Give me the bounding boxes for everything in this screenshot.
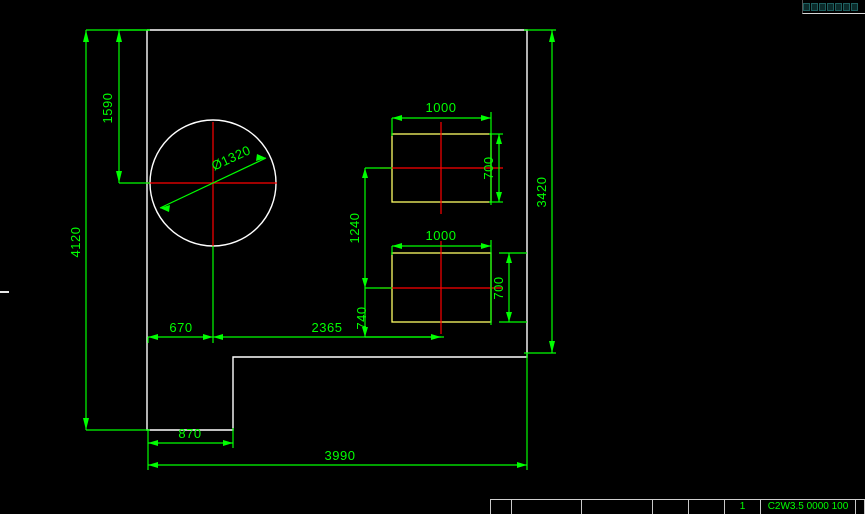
dimension-label-bottom-overall: 3990 (325, 448, 356, 463)
dimension-label-mid-vertical-upper: 1240 (347, 213, 362, 244)
dimension-mid-vertical-lower: 740 (354, 288, 444, 338)
dimension-label-bottom-lower-left: 870 (178, 426, 201, 441)
dimension-mid-vertical-upper: 1240 (347, 167, 392, 289)
diameter-arrow-start (160, 205, 170, 212)
status-cell-4[interactable] (653, 499, 689, 514)
toolbar-button-6[interactable] (843, 2, 850, 11)
dimension-label-bottom-notch-left: 670 (169, 320, 192, 335)
dimension-bottom-mid: 2365 (213, 320, 441, 340)
rectangle-lower-group (380, 241, 503, 334)
dimension-rect-lower-height: 700 (491, 252, 527, 323)
toolbar-button-3[interactable] (819, 2, 826, 11)
dimension-label-mid-vertical-lower: 740 (354, 306, 369, 329)
diameter-arrow-end (256, 154, 266, 161)
status-cell-5[interactable] (689, 499, 725, 514)
dimension-left-upper: 1590 (100, 29, 150, 184)
dimension-label-rect-upper-height: 700 (481, 156, 496, 179)
dimension-label-left-upper: 1590 (100, 93, 115, 124)
dimension-left-overall: 4120 (68, 29, 150, 431)
dimension-label-circle-diameter: Ø1320 (209, 142, 253, 173)
main-outline-group (146, 29, 528, 431)
dimension-label-right-overall: 3420 (534, 177, 549, 208)
status-cell-1[interactable] (490, 499, 512, 514)
toolbar-button-7[interactable] (851, 2, 858, 11)
status-cell-layer-number[interactable]: 1 (725, 499, 761, 514)
toolbar-fragment[interactable] (802, 0, 865, 14)
viewport-left-edge-marker (0, 291, 9, 293)
dimension-rect-upper-width: 1000 (391, 100, 492, 205)
dimension-bottom-notch-left: 670 (147, 246, 214, 343)
dimension-bottom-overall: 3990 (148, 353, 528, 470)
status-bar[interactable]: 1 C2W3.5 0000 100 (490, 499, 865, 514)
status-cell-3[interactable] (582, 499, 653, 514)
toolbar-button-1[interactable] (803, 2, 810, 11)
circle-feature-group (147, 119, 277, 247)
dimension-bottom-lower-left: 870 (147, 426, 234, 470)
toolbar-button-2[interactable] (811, 2, 818, 11)
circle-diameter-line (159, 157, 267, 209)
dimension-rect-upper-height: 700 (481, 133, 503, 203)
status-cell-coordinates[interactable]: C2W3.5 0000 100 (761, 499, 856, 514)
dimension-label-rect-lower-height: 700 (491, 276, 506, 299)
dimension-rect-lower-width: 1000 (391, 228, 492, 325)
dimension-label-left-overall: 4120 (68, 227, 83, 258)
dimension-label-bottom-mid: 2365 (312, 320, 343, 335)
status-cell-2[interactable] (512, 499, 582, 514)
status-cell-8[interactable] (856, 499, 865, 514)
dimension-label-rect-upper-width: 1000 (426, 100, 457, 115)
dimension-label-rect-lower-width: 1000 (426, 228, 457, 243)
toolbar-button-4[interactable] (827, 2, 834, 11)
dimensions-group: 4120 1590 3420 (68, 29, 556, 470)
main-outline-path (146, 29, 528, 431)
dimension-right-overall: 3420 (524, 29, 556, 354)
toolbar-button-5[interactable] (835, 2, 842, 11)
